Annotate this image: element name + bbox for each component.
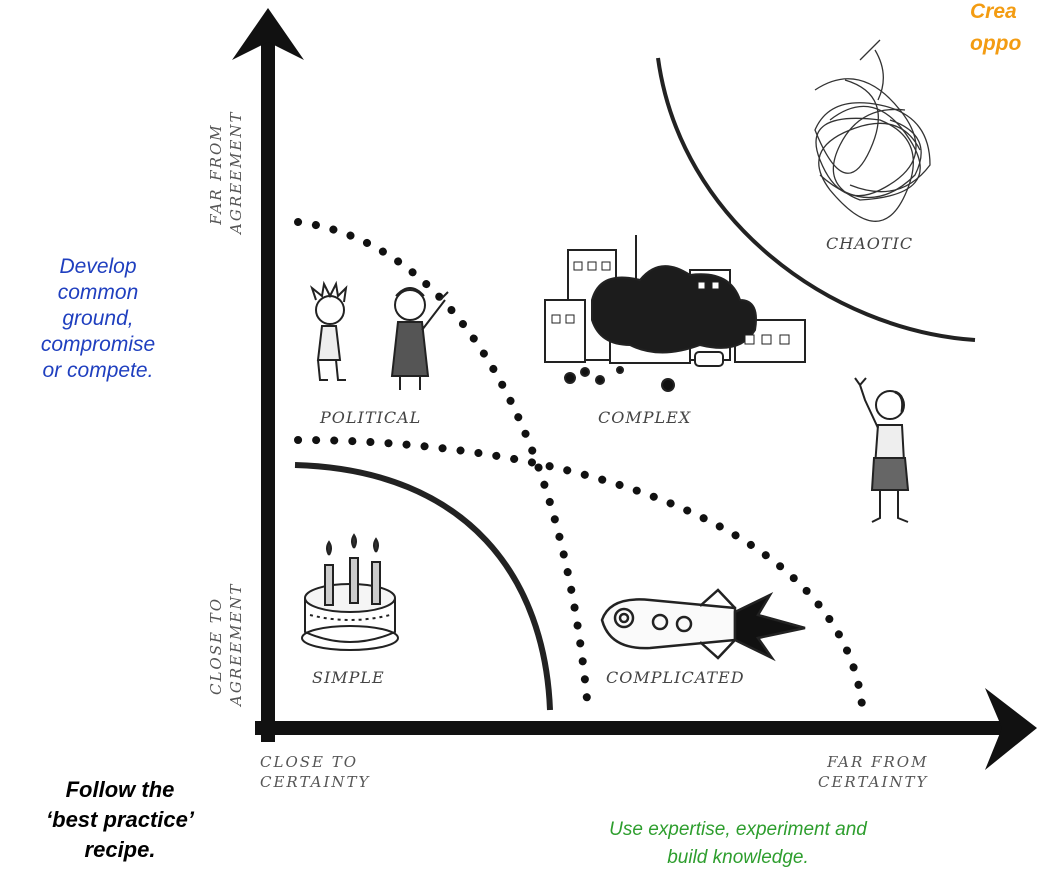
y-axis-bottom-label: CLOSE TO AGREEMENT: [206, 582, 250, 706]
person-icon: [854, 377, 910, 523]
certainty-dotted-boundary: [294, 436, 866, 709]
chaotic-boundary: [656, 57, 976, 342]
y-axis-bottom-label-line2: AGREEMENT: [227, 582, 245, 706]
scribble-icon: [814, 39, 931, 222]
x-axis-left-label: CLOSE TO CERTAINTY: [260, 752, 370, 792]
left-note-line2: common: [57, 281, 139, 304]
x-axis-right-label-line1: FAR FROM: [827, 753, 929, 771]
bottom-center-note-line1: Use expertise, experiment and: [609, 819, 867, 840]
region-label-chaotic: CHAOTIC: [826, 234, 914, 253]
bottom-left-note-line3: recipe.: [84, 837, 156, 862]
x-axis: [255, 688, 1037, 770]
top-right-note: Crea oppo: [970, 0, 1021, 60]
y-axis-top-label-line1: FAR FROM: [207, 123, 225, 225]
bottom-left-note-line1: Follow the: [65, 777, 175, 802]
y-axis: [232, 8, 304, 742]
left-note-line4: compromise: [40, 333, 156, 356]
bottom-left-note: Follow the ‘best practice’ recipe.: [20, 775, 220, 865]
x-axis-right-label: FAR FROM CERTAINTY: [818, 752, 928, 792]
bottom-center-note-line2: build knowledge.: [667, 847, 809, 868]
x-axis-left-label-line2: CERTAINTY: [260, 773, 371, 791]
left-note-line1: Develop: [59, 255, 137, 278]
y-axis-arrowhead: [232, 8, 304, 60]
x-axis-right-label-line2: CERTAINTY: [818, 773, 929, 791]
region-label-simple: SIMPLE: [312, 668, 385, 687]
bottom-center-note: Use expertise, experiment and build know…: [548, 816, 928, 872]
rocket-icon: [600, 588, 806, 662]
simple-boundary: [294, 462, 553, 711]
left-note-line5: or compete.: [42, 359, 154, 382]
x-axis-arrowhead: [985, 688, 1037, 770]
kids-icon: [309, 280, 449, 390]
region-label-complicated: COMPLICATED: [606, 668, 745, 687]
region-label-political: POLITICAL: [320, 408, 422, 427]
agreement-dotted-boundary: [294, 218, 592, 714]
cake-icon: [301, 533, 399, 651]
top-right-note-line1: Crea: [970, 0, 1017, 23]
left-note-line3: ground,: [62, 307, 134, 330]
top-right-note-line2: oppo: [970, 32, 1022, 55]
bottom-left-note-line2: ‘best practice’: [46, 807, 194, 832]
city-icon: [544, 235, 806, 392]
left-note: Develop common ground, compromise or com…: [18, 254, 178, 384]
x-axis-left-label-line1: CLOSE TO: [260, 753, 359, 771]
y-axis-bottom-label-line1: CLOSE TO: [207, 596, 225, 696]
y-axis-top-label: FAR FROM AGREEMENT: [206, 110, 250, 234]
region-label-complex: COMPLEX: [598, 408, 692, 427]
y-axis-top-label-line2: AGREEMENT: [227, 110, 245, 234]
